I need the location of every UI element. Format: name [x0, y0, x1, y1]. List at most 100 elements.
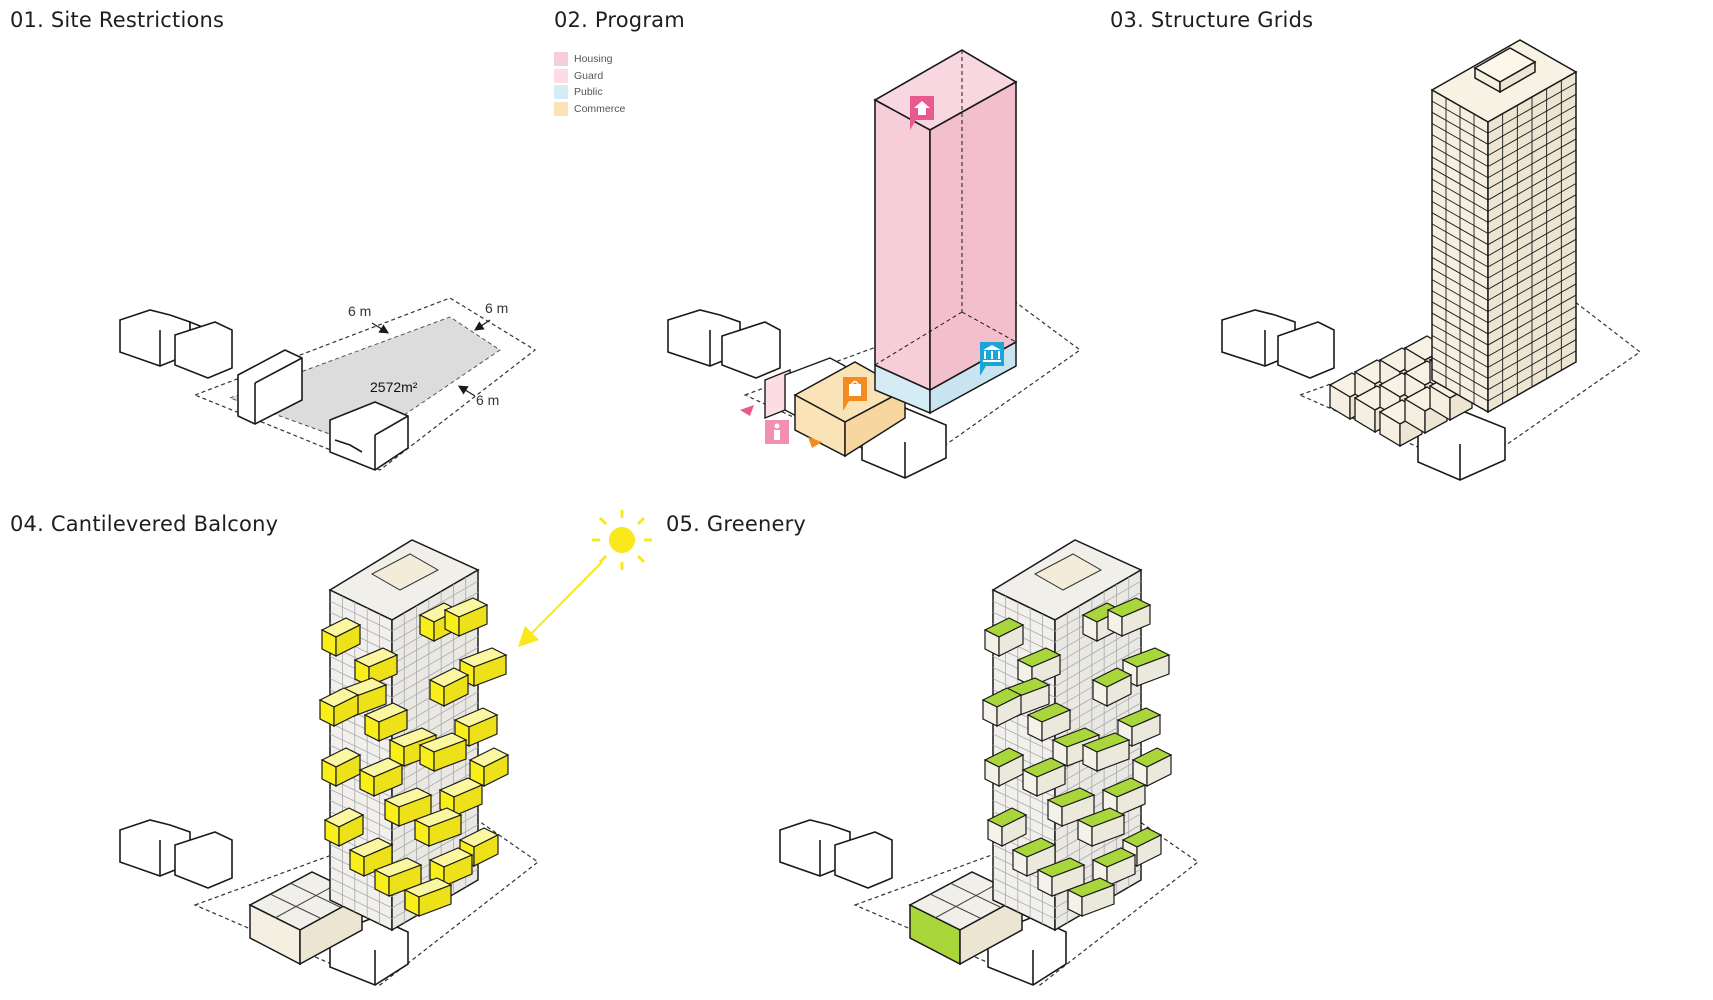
grid-line [329, 788, 393, 820]
site-restrictions-diagram: 6 m 6 m 2572m² 6 m [119, 297, 537, 471]
legend-swatch-public [554, 85, 568, 100]
legend-item-guard: Guard [554, 68, 625, 85]
structure-tower [1430, 39, 1578, 414]
balcony-side [1131, 714, 1161, 747]
balcony-side [1106, 854, 1136, 887]
setback-label-right: 6 m [476, 392, 499, 408]
neighbor-building-left-2 [667, 309, 781, 379]
legend-item-housing: Housing [554, 51, 625, 68]
grid-line [992, 788, 1056, 820]
house-icon [910, 96, 934, 130]
balcony-box [428, 814, 462, 847]
greenery-diagram [779, 539, 1200, 986]
legend-swatch-housing [554, 52, 568, 67]
grid-line [329, 877, 393, 909]
grid-line [329, 733, 393, 765]
panel-title-greenery: 05. Greenery [666, 512, 807, 536]
panel-title-site-restrictions: 01. Site Restrictions [10, 8, 225, 32]
sun-icon [592, 510, 652, 570]
balcony-box [335, 624, 361, 657]
grid-line [391, 647, 479, 698]
housing-tower [873, 49, 1018, 392]
grid-line [391, 580, 479, 632]
grid-line [1054, 636, 1142, 687]
roof-core [1033, 553, 1103, 591]
balcony-side [1001, 814, 1027, 847]
balcony-box [378, 709, 408, 742]
neighbor-building-middle [237, 349, 303, 425]
grid-line [329, 600, 393, 632]
sun-direction-arrow [517, 561, 603, 648]
neighbor-building-left-3 [1221, 309, 1335, 379]
legend-item-public: Public [554, 84, 625, 101]
balcony-box [458, 604, 488, 637]
balcony-box [483, 754, 509, 787]
balcony-side [1121, 604, 1151, 637]
podium-grid-line [269, 893, 321, 919]
podium-grid-line [289, 882, 341, 908]
site-area-label: 2572m² [370, 379, 418, 395]
museum-icon [980, 342, 1004, 376]
neighbor-building-left-4 [119, 819, 233, 889]
balcony-side [1106, 674, 1132, 707]
grid-line [992, 611, 1056, 643]
program-legend: Housing Guard Public Commerce [554, 51, 625, 117]
balcony-box [373, 764, 403, 797]
setback-label-top: 6 m [348, 303, 371, 319]
legend-label: Public [574, 86, 603, 99]
balcony-side [1136, 834, 1162, 867]
balcony-box [473, 654, 507, 687]
buildable-area [228, 316, 501, 446]
balcony-side [1096, 739, 1130, 772]
neighbor-building-left-5 [779, 819, 893, 889]
setback-label-right-top: 6 m [485, 300, 508, 316]
grid-line [992, 600, 1056, 632]
legend-label: Housing [574, 53, 613, 66]
site-boundary-5 [853, 807, 1200, 986]
balcony-side [1081, 884, 1115, 917]
balcony-side [1091, 814, 1125, 847]
balcony-box [453, 784, 483, 817]
balcony-box [418, 884, 452, 917]
grid-line [992, 888, 1056, 920]
site-boundary [193, 297, 537, 471]
structure-grid-diagram [1221, 39, 1642, 481]
person-icon [765, 420, 789, 444]
program-diagram [667, 49, 1082, 479]
balcony-side [998, 624, 1024, 657]
legend-item-commerce: Commerce [554, 101, 625, 118]
panel-title-structure-grids: 03. Structure Grids [1110, 8, 1314, 32]
grid-line [1054, 647, 1142, 698]
podium-grid-line [274, 883, 338, 919]
podium-grid-line [929, 893, 981, 919]
neighbor-building-lower [329, 401, 409, 471]
shopping-bag-icon [843, 377, 867, 411]
podium-grid-line [949, 882, 1001, 908]
legend-label: Commerce [574, 102, 626, 115]
grid-line [329, 888, 393, 920]
balcony-box [443, 854, 473, 887]
grid-line [391, 636, 479, 687]
grid-line [992, 733, 1056, 765]
panel-title-cantilevered-balcony: 04. Cantilevered Balcony [10, 512, 279, 536]
cantilevered-balcony-diagram [119, 510, 652, 986]
podium-grid-line [934, 883, 998, 919]
grid-line [329, 611, 393, 643]
balcony-side [1036, 764, 1066, 797]
balcony-box [473, 834, 499, 867]
podium-side [959, 894, 1023, 966]
balcony-side [1136, 654, 1170, 687]
grid-line [329, 722, 393, 754]
legend-swatch-guard [554, 68, 568, 83]
site-boundary-4 [193, 807, 540, 986]
neighbor-building-left [119, 309, 233, 379]
balcony-box [468, 714, 498, 747]
balcony-tower [318, 539, 510, 932]
podium-grid [1328, 335, 1474, 448]
legend-swatch-commerce [554, 101, 568, 116]
balcony-side [1041, 709, 1071, 742]
balcony-box [443, 674, 469, 707]
balcony-side [996, 694, 1022, 727]
panel-title-program: 02. Program [554, 8, 685, 32]
